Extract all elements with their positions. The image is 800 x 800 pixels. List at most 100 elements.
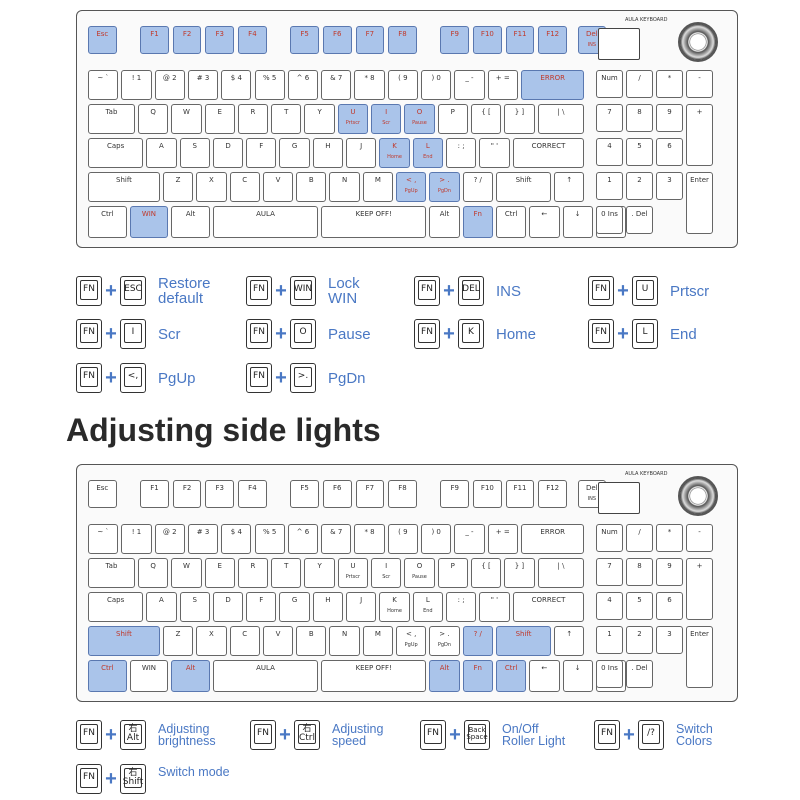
key-4: $ 4 (221, 524, 252, 554)
combo-fn-right-shift: FN + 右 Shift Switch mode (76, 764, 230, 794)
key-: " ' (479, 592, 510, 622)
key-2: 2 (626, 626, 653, 654)
key-5: % 5 (254, 70, 285, 100)
key-: / (626, 524, 653, 552)
key-0-ins: 0 Ins (596, 206, 623, 234)
key-4: 4 (596, 138, 623, 166)
key-g: G (279, 592, 310, 622)
key-1: 1 (596, 626, 623, 654)
key-win: WIN (129, 660, 169, 692)
key-8: * 8 (354, 524, 385, 554)
combo-fn-u: FN + U Prtscr (588, 276, 709, 306)
key-alt: Alt (171, 660, 210, 692)
esc-key: ESC (120, 276, 146, 306)
key-f1: F1 (140, 26, 169, 54)
key-: ↑ (554, 172, 585, 202)
combo-fn-o: FN + O Pause (246, 319, 371, 349)
key-esc: Esc (88, 480, 117, 508)
fn-key: FN (76, 764, 102, 794)
key-: - (686, 70, 713, 98)
period-key: >. (290, 363, 316, 393)
key-tab: Tab (88, 104, 135, 134)
key-: } ] (504, 558, 535, 588)
key-s: S (179, 138, 210, 168)
key-z: Z (162, 626, 194, 656)
fn-key: FN (588, 319, 614, 349)
plus-icon: + (443, 322, 455, 345)
key-1: 1 (596, 172, 623, 200)
o-key: O (290, 319, 316, 349)
combo-fn-period: FN + >. PgDn (246, 363, 366, 393)
key-error: ERROR (520, 524, 585, 554)
key-: ? / (462, 172, 493, 202)
key-shift: Shift (88, 626, 160, 656)
key-: _ - (454, 70, 485, 100)
plus-icon: + (443, 279, 455, 302)
key-6: ^ 6 (287, 70, 319, 100)
plus-icon: + (105, 366, 117, 389)
slash-key: /? (638, 720, 664, 750)
key-: ~ ` (88, 70, 119, 100)
brand-label: AULA KEYBOARD (625, 471, 668, 477)
key-f2: F2 (172, 480, 202, 508)
plus-icon: + (105, 279, 117, 302)
key-f10: F10 (473, 480, 502, 508)
combo-description: Switch mode (158, 764, 230, 779)
key-f8: F8 (388, 480, 417, 508)
key-f6: F6 (322, 480, 352, 508)
key-7: & 7 (321, 524, 352, 554)
plus-icon: + (105, 767, 117, 790)
key-n: N (329, 172, 360, 202)
plus-icon: + (275, 279, 287, 302)
key-: + (686, 558, 713, 620)
win-key: WIN (290, 276, 316, 306)
combo-fn-right-alt: FN + 右 Alt Adjusting brightness (76, 720, 216, 750)
key-: ← (529, 206, 560, 238)
key-f12: F12 (538, 480, 567, 508)
plus-icon: + (617, 322, 629, 345)
key-y: Y (304, 558, 335, 588)
key-: ↑ (554, 626, 585, 656)
key-q: Q (137, 558, 169, 588)
volume-knob-icon (678, 22, 718, 62)
key-shift: Shift (495, 172, 552, 202)
fn-key: FN (594, 720, 620, 750)
key-f5: F5 (290, 480, 319, 508)
key-error: ERROR (520, 70, 585, 100)
key-8: * 8 (354, 70, 385, 100)
key-num: Num (596, 70, 623, 98)
key-f4: F4 (238, 26, 267, 54)
key-f5: F5 (290, 26, 319, 54)
key-keep-off: KEEP OFF! (321, 660, 427, 692)
key-h: H (312, 592, 344, 622)
combo-fn-del: FN + DEL INS (414, 276, 521, 306)
key-f8: F8 (388, 26, 417, 54)
combo-fn-win: FN + WIN Lock WIN (246, 276, 360, 306)
key-v: V (262, 172, 294, 202)
key-f6: F6 (322, 26, 352, 54)
key-f1: F1 (140, 480, 169, 508)
key-: } ] (504, 104, 535, 134)
key-b: B (296, 626, 327, 656)
fn-key: FN (246, 319, 272, 349)
key-5: 5 (626, 138, 653, 166)
key-a: A (146, 138, 177, 168)
key-t: T (271, 558, 302, 588)
key-esc: Esc (88, 26, 117, 54)
key-aula: AULA (212, 206, 319, 238)
key-3: 3 (656, 626, 683, 654)
combo-description: Restore default (158, 275, 211, 307)
section-title: Adjusting side lights (66, 412, 381, 448)
key-: | \ (537, 104, 585, 134)
key-: " ' (479, 138, 510, 168)
key-x: X (196, 172, 227, 202)
key-c: C (229, 172, 260, 202)
combo-fn-slash: FN + /? Switch Colors (594, 720, 713, 750)
key-9: ( 9 (387, 524, 418, 554)
key-: ? / (462, 626, 493, 656)
fn-key: FN (414, 276, 440, 306)
